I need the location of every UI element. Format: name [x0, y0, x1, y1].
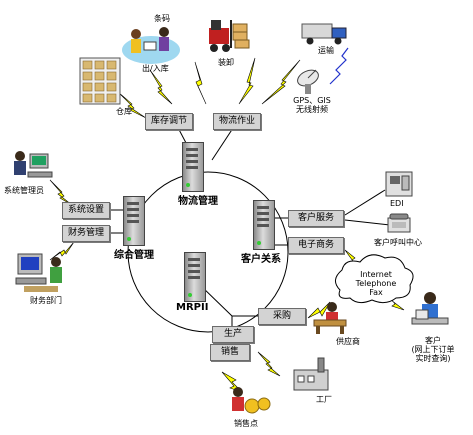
integrated-server-icon [123, 196, 145, 246]
label-sys-admin: 系统管理员 [4, 186, 44, 195]
customer-server-icon [253, 200, 275, 250]
warehouse-shelves-icon [79, 57, 121, 105]
in-out-storage-icon [122, 27, 180, 64]
internet-cloud [335, 254, 414, 304]
label-supplier: 供应商 [336, 337, 360, 346]
label-sales-point: 销售点 [234, 419, 258, 428]
label-customer-1: 客户 [425, 336, 441, 345]
lightning-icon [149, 69, 173, 105]
customer-icon [411, 292, 449, 325]
label-wireless: 无线射频 [296, 105, 328, 114]
factory-icon [293, 357, 329, 391]
lightning-icon [49, 241, 75, 261]
supplier-icon [313, 302, 347, 334]
lightning-icon [307, 301, 331, 319]
node-customer-relations: 客户关系 [241, 254, 281, 265]
sales-point-icon [232, 387, 271, 414]
cloud-telephone: Telephone [355, 279, 397, 288]
module-inventory-adjust[interactable]: 库存调节 [145, 113, 193, 130]
node-logistics-mgmt: 物流管理 [178, 196, 218, 207]
label-load-unload: 装卸 [218, 58, 234, 67]
label-call-center: 客户呼叫中心 [374, 238, 422, 247]
module-production[interactable]: 生产 [212, 326, 254, 343]
label-customer-2: (网上下订单 [411, 345, 455, 354]
mrpii-server-icon [184, 252, 206, 302]
module-sales[interactable]: 销售 [210, 344, 250, 361]
finance-dept-icon [15, 253, 62, 292]
module-system-settings[interactable]: 系统设置 [62, 202, 110, 219]
label-transport: 运输 [318, 46, 334, 55]
label-barcode: 条码 [154, 14, 170, 23]
cloud-internet: Internet [360, 270, 392, 279]
label-edi: EDI [390, 199, 404, 208]
module-logistics-ops[interactable]: 物流作业 [213, 113, 261, 130]
truck-icon [301, 23, 347, 45]
label-warehouse: 仓库 [116, 107, 132, 116]
node-mrpii: MRPII [176, 302, 209, 313]
label-factory: 工厂 [316, 395, 332, 404]
system-admin-icon [14, 151, 53, 178]
lightning-icon [194, 61, 207, 105]
lightning-icon [257, 351, 281, 377]
label-in-out: 出/入库 [142, 64, 169, 73]
module-finance-mgmt[interactable]: 财务管理 [62, 225, 110, 242]
node-integrated-mgmt: 综合管理 [114, 250, 154, 261]
module-purchasing[interactable]: 采购 [258, 308, 306, 325]
label-finance-dept: 财务部门 [30, 296, 62, 305]
label-customer-3: 实时查询) [415, 354, 451, 363]
forklift-icon [209, 20, 250, 52]
edi-fax-icon [385, 171, 413, 197]
transport-signal [329, 47, 349, 85]
satellite-dish-icon [297, 69, 319, 94]
logistics-server-icon [182, 142, 204, 192]
module-e-commerce[interactable]: 电子商务 [288, 237, 344, 254]
module-customer-service[interactable]: 客户服务 [288, 210, 344, 227]
lightning-icon [261, 59, 301, 105]
lightning-icon [238, 57, 256, 105]
label-gps-gis: GPS、GIS [293, 96, 331, 105]
phone-icon [387, 213, 411, 233]
cloud-fax: Fax [369, 288, 383, 297]
